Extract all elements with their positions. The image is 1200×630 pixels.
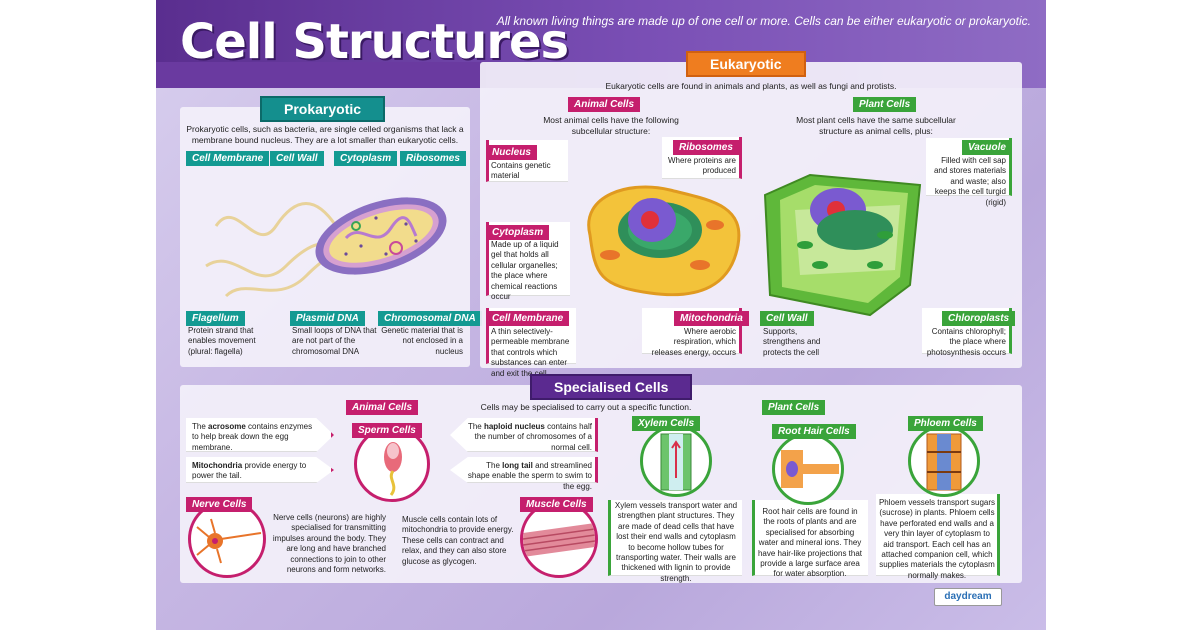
label-sperm-cells: Sperm Cells	[352, 423, 422, 438]
label-cell-wall: Cell Wall	[270, 151, 324, 166]
acrosome-box	[186, 418, 334, 452]
header-accent	[156, 62, 486, 88]
sperm-cell-illustration	[384, 442, 402, 496]
nerve-text: Nerve cells (neurons) are highly special…	[272, 513, 386, 574]
tail-text: The long tail and streamlined shape enab…	[467, 461, 592, 491]
tag-animal-cells: Animal Cells	[568, 97, 641, 112]
page-subtitle: All known living things are made up of o…	[496, 14, 1031, 28]
root-hair-box	[752, 500, 868, 576]
label-muscle-cells: Muscle Cells	[520, 497, 593, 512]
haploid-box	[450, 418, 598, 452]
specialised-heading: Specialised Cells	[530, 374, 693, 400]
phloem-circle	[908, 425, 980, 497]
plant-intro: Most plant cells have the same subcellul…	[796, 115, 956, 137]
xylem-box	[608, 500, 742, 576]
phloem-box	[876, 494, 1000, 576]
mitochondria-sperm-text: Mitochondria provide energy to power the…	[192, 461, 307, 481]
mitochondria-text: Where aerobic respiration, which release…	[651, 327, 736, 357]
poster: Cell Structures All known living things …	[156, 0, 1046, 630]
acrosome-text: The acrosome contains enzymes to help br…	[192, 422, 313, 452]
specialised-intro: Cells may be specialised to carry out a …	[480, 402, 692, 412]
chloroplasts-text: Contains chlorophyll; the place where ph…	[926, 327, 1006, 357]
label-ribosomes-euk: Ribosomes	[673, 140, 739, 155]
tag-plant-cells-spec: Plant Cells	[762, 400, 826, 415]
label-cell-wall-euk: Cell Wall	[760, 311, 814, 326]
label-cell-membrane: Cell Membrane	[186, 151, 270, 166]
prokaryotic-intro: Prokaryotic cells, such as bacteria, are…	[186, 124, 464, 146]
label-xylem-cells: Xylem Cells	[632, 416, 701, 431]
root-hair-illustration	[781, 450, 839, 488]
prokaryotic-heading: Prokaryotic	[260, 96, 386, 122]
nucleus-text: Contains genetic material	[491, 161, 551, 181]
haploid-text: The haploid nucleus contains half the nu…	[467, 422, 592, 452]
label-root-hair-cells: Root Hair Cells	[772, 424, 856, 439]
page-title: Cell Structures	[180, 14, 569, 70]
eukaryotic-heading: Eukaryotic	[686, 51, 806, 77]
animal-cell-illustration	[587, 185, 741, 297]
cell-wall-text: Supports, strengthens and protects the c…	[763, 327, 821, 357]
vacuole-text: Filled with cell sap and stores material…	[933, 156, 1006, 207]
animal-intro: Most animal cells have the following sub…	[543, 115, 679, 137]
nerve-cell-circle	[188, 500, 266, 578]
muscle-text: Muscle cells contain lots of mitochondri…	[402, 515, 514, 566]
sperm-cell-circle	[354, 426, 430, 502]
label-chromosomal-dna: Chromosomal DNA	[378, 311, 482, 326]
label-plasmid-dna: Plasmid DNA	[290, 311, 365, 326]
plant-cell-illustration	[763, 173, 922, 317]
label-vacuole: Vacuole	[962, 140, 1012, 155]
xylem-circle	[640, 425, 712, 497]
label-nucleus: Nucleus	[486, 145, 537, 160]
label-cell-membrane-euk: Cell Membrane	[486, 311, 570, 326]
label-mitochondria: Mitochondria	[674, 311, 749, 326]
eukaryotic-intro: Eukaryotic cells are found in animals an…	[605, 81, 897, 91]
label-cytoplasm: Cytoplasm	[334, 151, 398, 166]
tag-animal-cells-spec: Animal Cells	[346, 400, 419, 415]
plasmid-text: Small loops of DNA that are not part of …	[292, 326, 377, 356]
root-hair-text: Root hair cells are found in the roots o…	[757, 507, 863, 579]
mitochondria-sperm-box	[186, 457, 334, 483]
nerve-cell-illustration	[196, 518, 262, 564]
xylem-text: Xylem vessels transport water and streng…	[614, 501, 738, 583]
label-ribosomes: Ribosomes	[400, 151, 466, 166]
phloem-text: Phloem vessels transport sugars (sucrose…	[878, 498, 996, 580]
label-nerve-cells: Nerve Cells	[186, 497, 253, 512]
label-cytoplasm-euk: Cytoplasm	[486, 225, 550, 240]
tag-plant-cells: Plant Cells	[853, 97, 917, 112]
daydream-logo: daydream	[934, 588, 1002, 606]
tail-box	[450, 457, 598, 483]
bacterium-illustration	[205, 197, 447, 298]
label-phloem-cells: Phloem Cells	[908, 416, 983, 431]
ribosomes-text: Where proteins are produced	[667, 156, 736, 176]
cell-membrane-text: A thin selectively-permeable membrane th…	[491, 327, 570, 378]
root-hair-circle	[772, 433, 844, 505]
cytoplasm-text: Made up of a liquid gel that holds all c…	[491, 240, 559, 301]
muscle-cell-illustration	[523, 523, 595, 557]
label-chloroplasts: Chloroplasts	[942, 311, 1016, 326]
flagellum-text: Protein strand that enables movement (pl…	[188, 326, 256, 356]
chromosomal-text: Genetic material that is not enclosed in…	[381, 326, 463, 356]
xylem-illustration	[660, 433, 692, 491]
phloem-illustration	[926, 433, 962, 491]
label-flagellum: Flagellum	[186, 311, 245, 326]
